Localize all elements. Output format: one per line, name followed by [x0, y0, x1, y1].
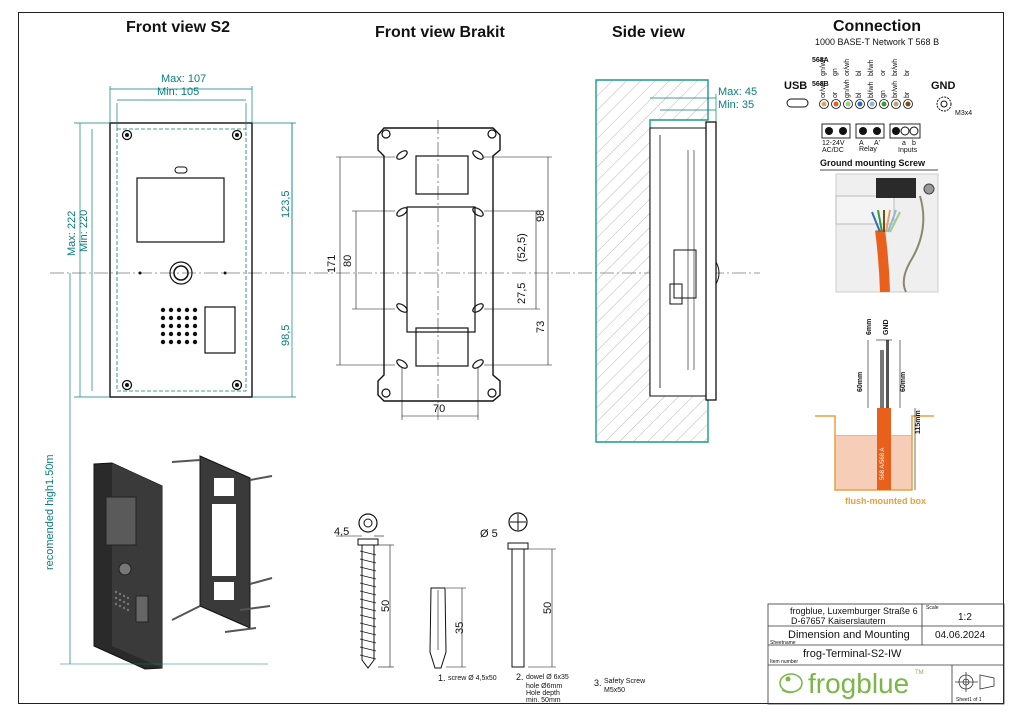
wire-b-7: br/wh	[892, 80, 899, 98]
wire-a-7: br/wh	[892, 58, 899, 76]
dim-brakit-171: 171	[326, 254, 338, 273]
date-value: 04.06.2024	[935, 630, 986, 641]
item2-line1: dowel Ø 6x35	[526, 674, 569, 681]
wire-a-6: or	[880, 69, 887, 76]
flush-6mm-label: 6mm	[866, 318, 873, 335]
wire-a-3: or/wh	[844, 58, 851, 76]
inputs-b-label: b	[912, 140, 916, 147]
gnd-label: GND	[931, 80, 956, 92]
item1-label: screw Ø 4,5x50	[448, 675, 497, 682]
drawing-sheet-frame	[18, 12, 1004, 704]
row-568a-label: 568A	[812, 57, 829, 64]
sheet-count: Sheet1 of 1	[956, 697, 982, 703]
inputs-a-label: a	[902, 140, 906, 147]
usb-label: USB	[784, 80, 808, 92]
sheetname-label: Sheetname	[770, 640, 796, 646]
frogblue-logo-icon	[779, 673, 803, 694]
relay-a-label: A	[859, 140, 864, 147]
dim-upper: 123,5	[280, 190, 292, 218]
brand-trademark: TM	[915, 670, 924, 676]
dim-brakit-80: 80	[342, 254, 354, 267]
dim-max-height: Max: 222	[66, 210, 78, 256]
front-view-s2-drawing	[74, 86, 296, 398]
dowel-length-dim: 35	[454, 621, 466, 634]
dim-lower: 98,5	[280, 324, 292, 346]
ground-screw-label: Ground mounting Screw	[820, 158, 925, 168]
front-view-brakit-drawing	[336, 127, 552, 420]
scale-label: Scale	[926, 605, 939, 611]
dim-brakit-52-5: (52,5)	[516, 233, 528, 262]
gnd-size-label: M3x4	[955, 110, 973, 117]
title-connection: Connection	[833, 18, 921, 35]
side-view-drawing	[595, 79, 720, 443]
pin-diameter-dim: Ø 5	[480, 528, 498, 540]
title-front-s2: Front view S2	[126, 19, 231, 36]
item2-number: 2.	[516, 672, 524, 682]
item1-number: 1.	[438, 673, 446, 683]
flush-60mm-left: 60mm	[857, 371, 864, 392]
item3-line2: M5x50	[604, 687, 626, 694]
pin-length-dim: 50	[542, 601, 554, 614]
flush-mounted-box-drawing	[815, 339, 934, 491]
wire-a-2: gn	[832, 68, 839, 76]
flush-115mm-label: 115mm	[915, 410, 922, 434]
wire-b-1: or/wh	[820, 80, 827, 98]
scale-value: 1:2	[958, 612, 972, 623]
wire-a-5: bl/wh	[868, 59, 875, 76]
wire-a-1: gn/wh	[820, 57, 827, 76]
dim-side-min: Min: 35	[718, 99, 755, 111]
dim-brakit-70: 70	[433, 403, 446, 415]
company-line2: D-67657 Kaiserslautern	[791, 616, 886, 626]
sheetname-value: Dimension and Mounting	[788, 629, 910, 641]
inputs-label: Inputs	[898, 147, 918, 154]
flush-box-label: flush-mounted box	[845, 496, 926, 506]
row-568b-label: 568B	[812, 81, 829, 88]
item-number-value: frog-Terminal-S2-IW	[803, 648, 902, 660]
screw-diameter-dim: 4,5	[334, 526, 350, 538]
dim-max-width: Max: 107	[161, 73, 207, 85]
install-height-label: recomended high1.50m	[44, 454, 56, 570]
wire-b-4: bl	[856, 92, 863, 98]
item3-line1: Safety Screw	[604, 678, 646, 685]
title-front-brakit: Front view Brakit	[375, 24, 505, 41]
brand-wordmark: frogblue	[808, 668, 910, 699]
cable-label: 568 A/568 A	[880, 447, 886, 480]
item-number-label: Item number	[770, 659, 799, 665]
screw-length-dim: 50	[380, 599, 392, 612]
wire-a-4: bl	[856, 70, 863, 76]
wire-b-6: gn	[880, 90, 887, 98]
wire-b-5: bl/wh	[868, 81, 875, 98]
connection-diagram	[786, 96, 952, 293]
item2-line2: hole Ø6mm	[526, 683, 563, 690]
item2-line3: Hole depth	[526, 690, 560, 697]
dim-side-max: Max: 45	[718, 86, 758, 98]
parts-drawing	[336, 512, 556, 669]
projection-symbol	[955, 672, 995, 692]
wire-b-8: br	[904, 91, 911, 98]
wire-b-2: or	[832, 91, 839, 98]
relay-b-label: A'	[874, 140, 881, 147]
title-block-grid	[767, 603, 1005, 705]
item3-number: 3.	[594, 678, 602, 688]
network-label: 1000 BASE-T Network T 568 B	[815, 37, 940, 47]
dim-brakit-27-5: 27,5	[516, 282, 528, 304]
flush-60mm-right: 60mm	[900, 371, 907, 392]
dim-min-height: Min: 220	[78, 209, 90, 252]
wire-b-3: gn/wh	[844, 79, 851, 98]
wire-a-8: br	[904, 69, 911, 76]
dim-min-width: Min: 105	[157, 86, 200, 98]
title-side-view: Side view	[612, 24, 685, 41]
relay-label: Relay	[859, 146, 877, 153]
company-line1: frogblue, Luxemburger Straße 6	[790, 606, 918, 616]
item2-line4: min. 50mm	[526, 697, 561, 704]
flush-gnd-label: GND	[883, 319, 890, 335]
dim-brakit-98: 98	[535, 209, 547, 222]
power-label: 12-24V AC/DC	[822, 140, 845, 154]
exploded-3d-view	[60, 273, 273, 670]
dim-brakit-73: 73	[535, 320, 547, 333]
